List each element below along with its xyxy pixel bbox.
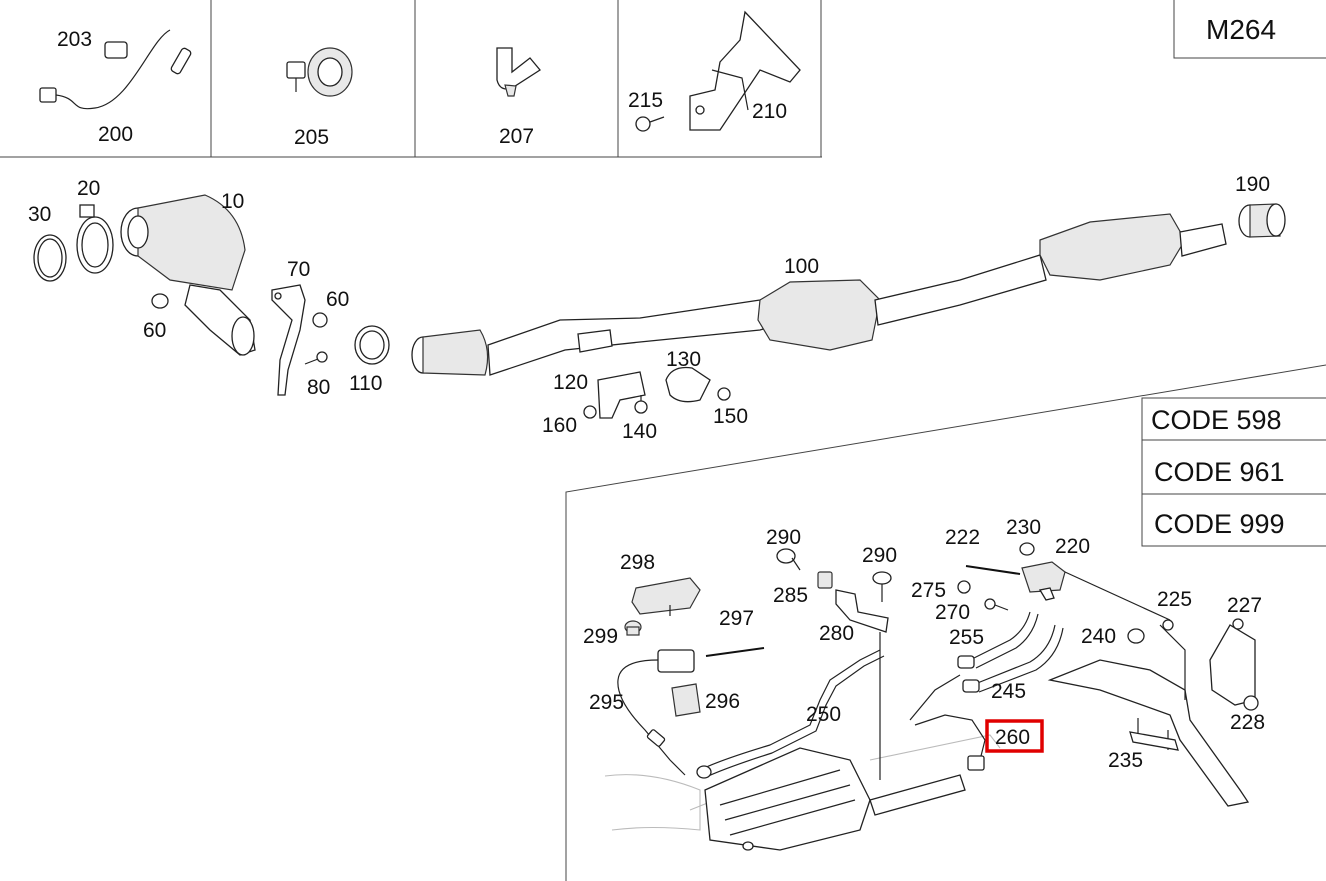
hose-255[interactable] <box>957 611 1039 669</box>
label-280[interactable]: 280 <box>819 622 854 645</box>
label-227[interactable]: 227 <box>1227 594 1262 617</box>
label-255[interactable]: 255 <box>949 626 984 649</box>
label-215[interactable]: 215 <box>628 89 663 112</box>
exhaust-pipe-100[interactable] <box>411 213 1227 376</box>
part-210-bracket[interactable] <box>689 10 801 131</box>
top-inset-grid <box>0 0 822 158</box>
label-220[interactable]: 220 <box>1055 535 1090 558</box>
label-297[interactable]: 297 <box>719 607 754 630</box>
bolt-290b[interactable] <box>872 571 892 602</box>
part-200-oxygen-sensor[interactable] <box>39 29 192 110</box>
bracket-296[interactable] <box>671 683 701 717</box>
bracket-280[interactable] <box>835 589 889 780</box>
label-203[interactable]: 203 <box>57 28 92 51</box>
part-labels: 203 200 205 207 215 210 30 20 10 60 70 6… <box>28 28 1270 772</box>
label-235[interactable]: 235 <box>1108 749 1143 772</box>
nut-240[interactable] <box>1127 628 1145 644</box>
label-140[interactable]: 140 <box>622 420 657 443</box>
bracket-70[interactable] <box>271 284 306 396</box>
label-207[interactable]: 207 <box>499 125 534 148</box>
clip-270[interactable] <box>984 598 1009 611</box>
label-250[interactable]: 250 <box>806 703 841 726</box>
clamp-110[interactable] <box>354 325 390 365</box>
code-598: CODE 598 <box>1151 405 1282 435</box>
label-230[interactable]: 230 <box>1006 516 1041 539</box>
label-150[interactable]: 150 <box>713 405 748 428</box>
label-130[interactable]: 130 <box>666 348 701 371</box>
label-290b[interactable]: 290 <box>862 544 897 567</box>
pipe-260[interactable] <box>909 674 986 771</box>
bolt-290a[interactable] <box>776 548 801 571</box>
code-961: CODE 961 <box>1154 457 1285 487</box>
label-270[interactable]: 270 <box>935 601 970 624</box>
clamp-190[interactable] <box>1238 203 1286 238</box>
label-295[interactable]: 295 <box>589 691 624 714</box>
bracket-120[interactable] <box>597 371 646 419</box>
label-299[interactable]: 299 <box>583 625 618 648</box>
label-275[interactable]: 275 <box>911 579 946 602</box>
clip-285[interactable] <box>817 571 833 589</box>
stud-235[interactable] <box>1129 718 1179 751</box>
label-30[interactable]: 30 <box>28 203 51 226</box>
label-245[interactable]: 245 <box>991 680 1026 703</box>
label-80[interactable]: 80 <box>307 376 330 399</box>
plug-299[interactable] <box>624 620 642 636</box>
pressure-sensor-220[interactable] <box>965 561 1171 621</box>
sensor-297[interactable] <box>617 647 765 776</box>
hose-245[interactable] <box>962 624 1064 693</box>
pipe-250[interactable] <box>696 649 885 779</box>
model-label: M264 <box>1206 14 1276 45</box>
gasket-30[interactable] <box>33 234 67 282</box>
bracket-225[interactable] <box>1047 619 1250 807</box>
hanger-130[interactable] <box>665 366 711 403</box>
label-296[interactable]: 296 <box>705 690 740 713</box>
highlight-box-260 <box>985 719 1044 753</box>
label-10[interactable]: 10 <box>221 190 244 213</box>
probe-295[interactable] <box>646 729 666 747</box>
label-60b[interactable]: 60 <box>326 288 349 311</box>
label-20[interactable]: 20 <box>77 177 100 200</box>
nut-60b[interactable] <box>312 312 328 328</box>
bolt-150[interactable] <box>717 387 731 401</box>
nut-230[interactable] <box>1019 542 1035 556</box>
part-205-clamp[interactable] <box>286 47 353 97</box>
label-260[interactable]: 260 <box>995 726 1030 749</box>
silencer-assembly[interactable] <box>704 747 966 851</box>
label-225[interactable]: 225 <box>1157 588 1192 611</box>
label-110[interactable]: 110 <box>349 372 382 395</box>
code-999: CODE 999 <box>1154 509 1285 539</box>
label-200[interactable]: 200 <box>98 123 133 146</box>
bolt-140[interactable] <box>634 395 648 414</box>
nut-275[interactable] <box>957 580 971 594</box>
model-box: M264 <box>1173 0 1326 59</box>
label-210[interactable]: 210 <box>752 100 787 123</box>
label-190[interactable]: 190 <box>1235 173 1270 196</box>
label-290a[interactable]: 290 <box>766 526 801 549</box>
label-70[interactable]: 70 <box>287 258 310 281</box>
control-unit-298[interactable] <box>631 577 701 616</box>
label-205[interactable]: 205 <box>294 126 329 149</box>
nut-160[interactable] <box>583 405 597 419</box>
part-207-bracket[interactable] <box>496 47 541 97</box>
label-120[interactable]: 120 <box>553 371 588 394</box>
nut-60a[interactable] <box>151 293 169 309</box>
label-222[interactable]: 222 <box>945 526 980 549</box>
detail-section-frame <box>565 364 1326 881</box>
label-228[interactable]: 228 <box>1230 711 1265 734</box>
label-240[interactable]: 240 <box>1081 625 1116 648</box>
label-285[interactable]: 285 <box>773 584 808 607</box>
clamp-20[interactable] <box>76 204 114 274</box>
bolt-80[interactable] <box>304 351 328 365</box>
code-table: CODE 598 CODE 961 CODE 999 <box>1141 397 1326 547</box>
bolt-228[interactable] <box>1243 695 1259 711</box>
bracket-227[interactable] <box>1209 618 1256 706</box>
catalytic-converter-10[interactable] <box>120 194 256 356</box>
label-100[interactable]: 100 <box>784 255 819 278</box>
label-298[interactable]: 298 <box>620 551 655 574</box>
label-60a[interactable]: 60 <box>143 319 166 342</box>
label-160[interactable]: 160 <box>542 414 577 437</box>
part-215-bolt[interactable] <box>635 116 665 132</box>
